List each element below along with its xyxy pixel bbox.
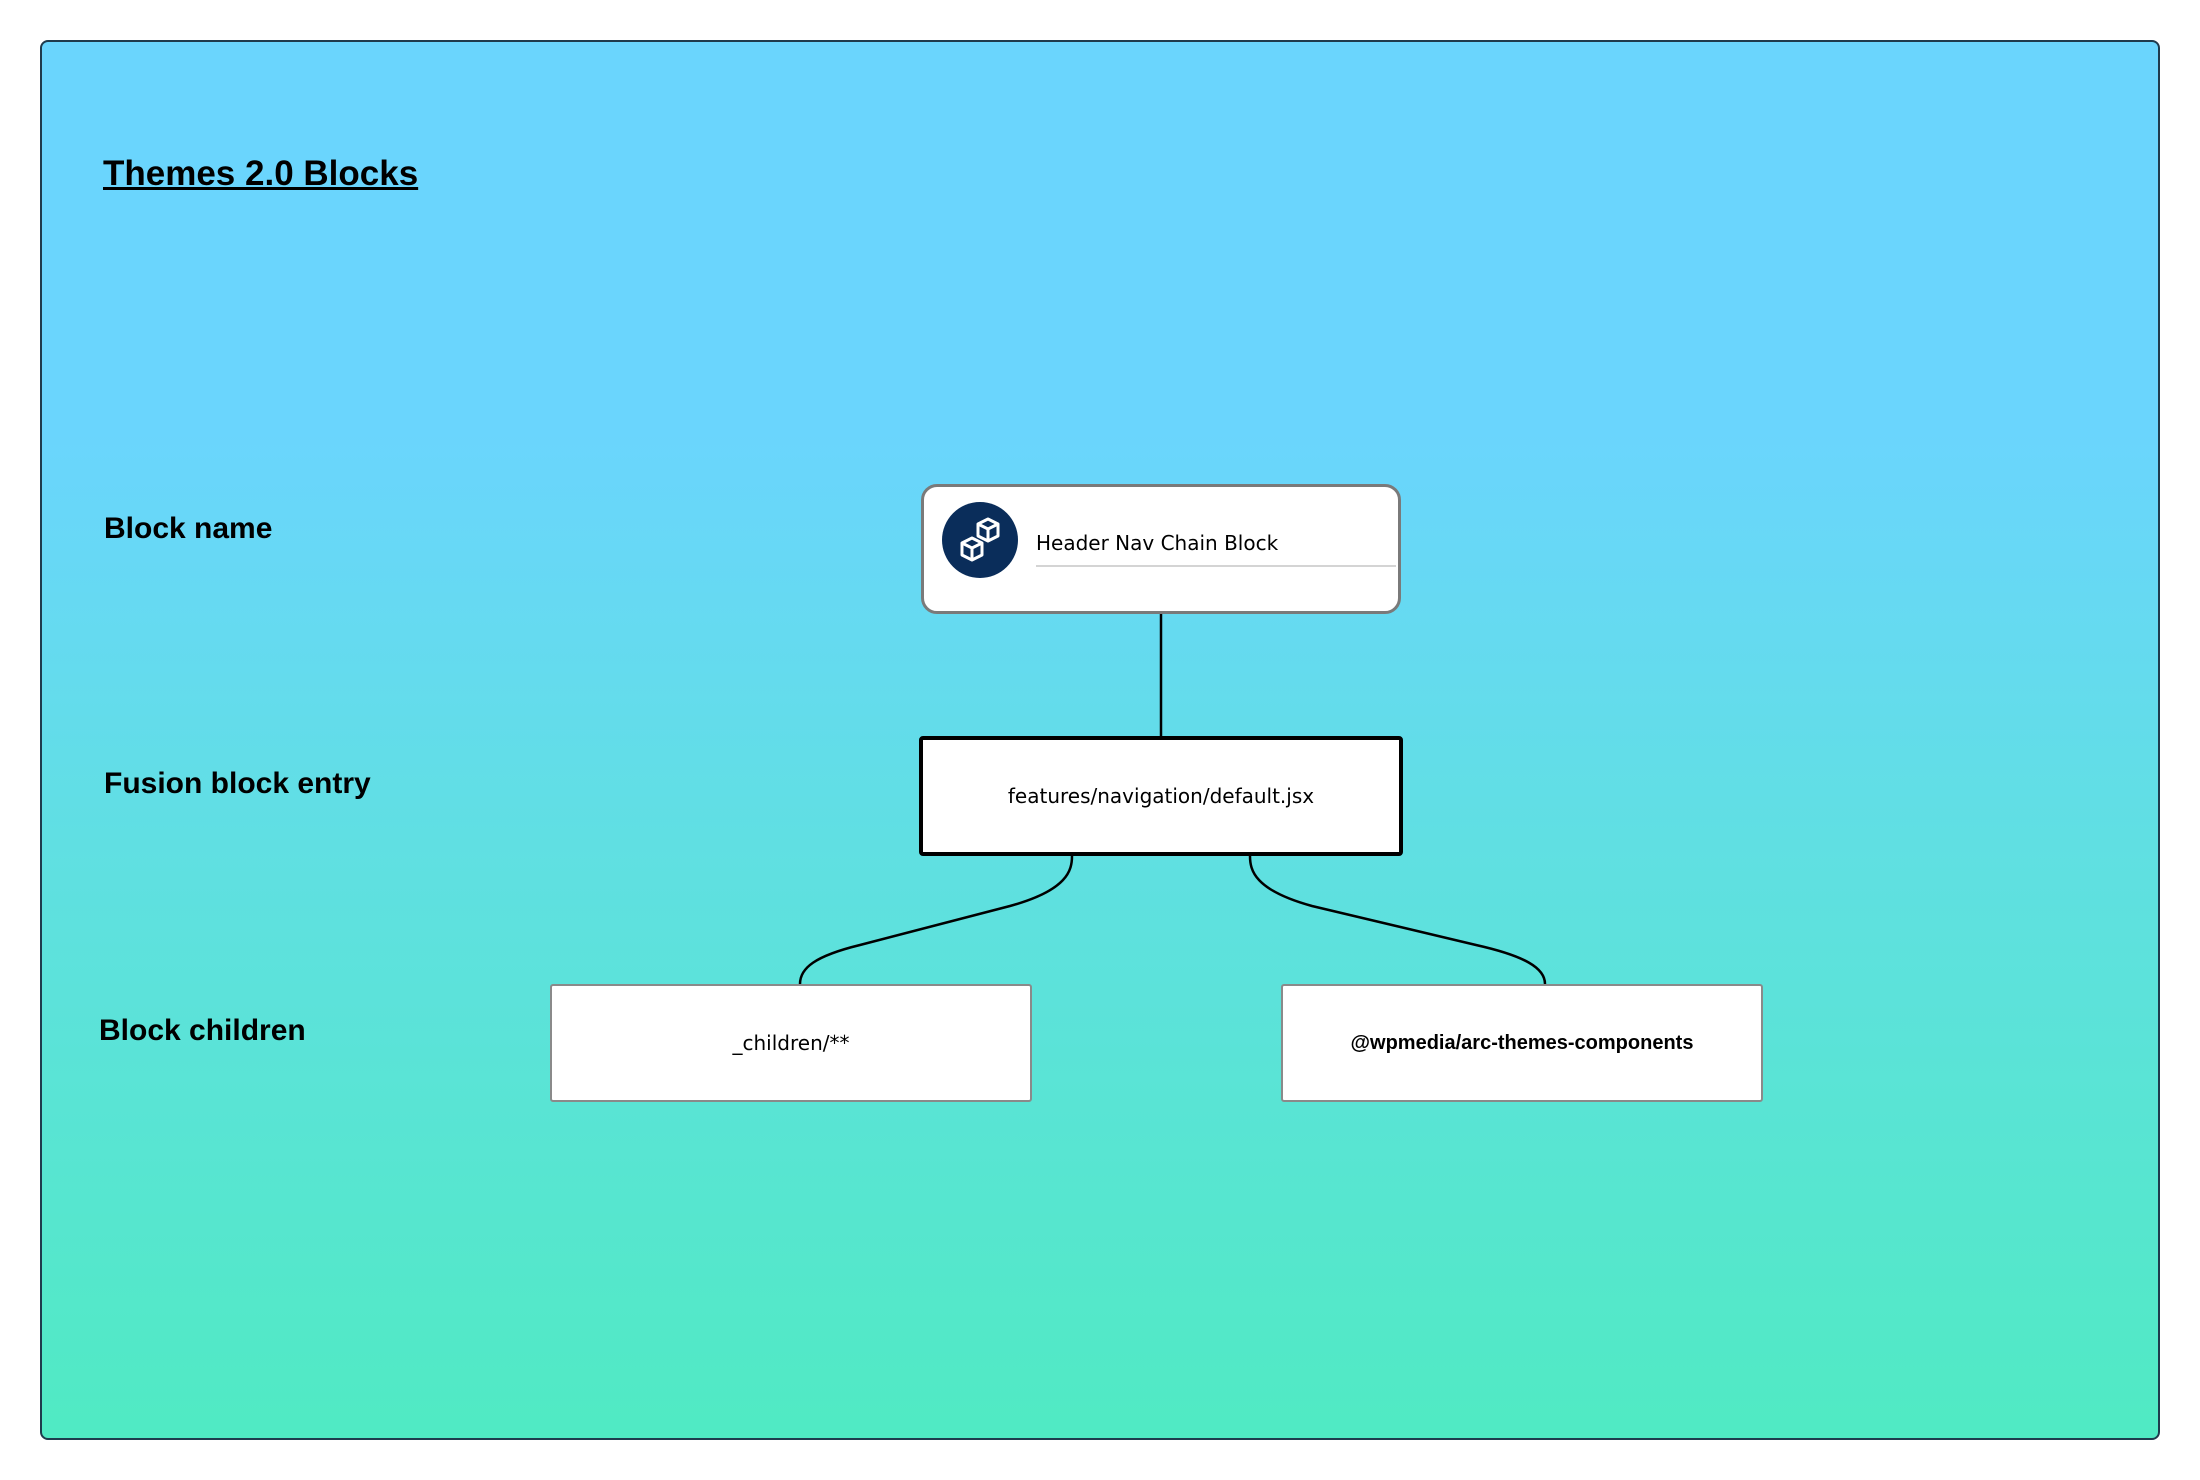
child-label-children: _children/** [732,1031,850,1055]
connector-entry-to-components [1248,855,1547,985]
blocks-cube-icon [942,502,1018,578]
block-name-divider [1036,565,1396,567]
row-label-block-name: Block name [104,512,273,545]
block-name-text: Header Nav Chain Block [1036,531,1279,555]
row-label-block-children: Block children [99,1014,306,1047]
row-label-fusion-entry: Fusion block entry [104,767,371,800]
child-label-components: @wpmedia/arc-themes-components [1350,1031,1694,1054]
block-name-card[interactable]: Header Nav Chain Block [921,484,1401,614]
connector-entry-to-children [798,855,1074,985]
fusion-entry-path: features/navigation/default.jsx [1007,784,1315,808]
fusion-entry-box[interactable]: features/navigation/default.jsx [919,736,1403,856]
diagram-title: Themes 2.0 Blocks [103,154,419,193]
child-box-components[interactable]: @wpmedia/arc-themes-components [1281,984,1763,1102]
child-box-children[interactable]: _children/** [550,984,1032,1102]
